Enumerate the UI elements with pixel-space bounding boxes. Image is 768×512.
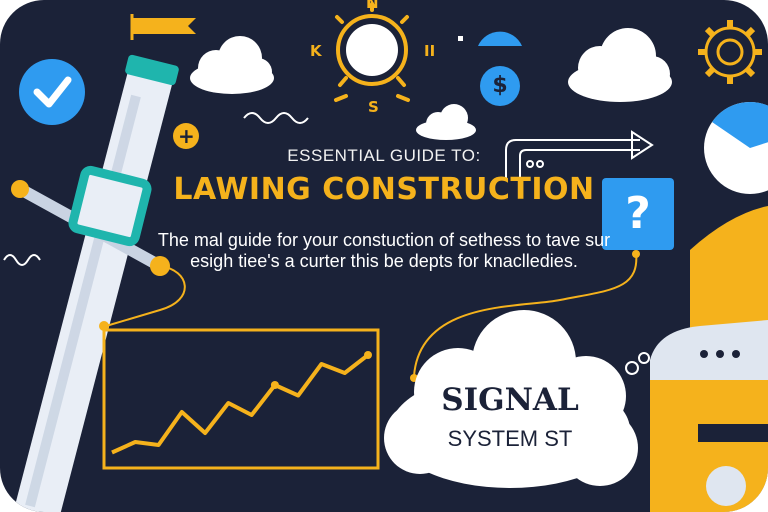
checkmark-badge-icon xyxy=(19,59,85,125)
dollar-sign-icon: $ xyxy=(492,73,508,98)
sun-letter-right: II xyxy=(424,42,436,60)
plus-circle-icon xyxy=(173,123,199,149)
gear-icon xyxy=(698,20,762,84)
cloud-small xyxy=(416,104,476,140)
squiggle-left xyxy=(3,254,41,266)
guide-eyebrow: ESSENTIAL GUIDE TO: xyxy=(287,146,481,165)
pie-chart-icon xyxy=(704,101,768,194)
sun-letter-bottom: S xyxy=(368,98,379,116)
chart-point xyxy=(270,381,279,389)
question-mark-icon: ? xyxy=(625,188,651,239)
chart-point xyxy=(364,351,372,359)
line-chart-frame xyxy=(102,328,380,470)
cloud-top-left xyxy=(190,36,274,94)
guide-title: LAWING CONSTRUCTION xyxy=(173,172,595,207)
plus-icon: + xyxy=(178,124,195,148)
squiggle-top xyxy=(243,112,309,124)
guide-description: The mal guide for your constuction of se… xyxy=(157,230,611,271)
chart-series-line xyxy=(111,353,370,455)
question-box-icon xyxy=(602,178,674,250)
blue-dome-shape xyxy=(478,31,522,46)
sun-letter-left: K xyxy=(310,42,322,60)
sun-icon xyxy=(334,2,410,102)
arrow-right-icon xyxy=(505,130,654,180)
pipe-wrench-graphic xyxy=(11,54,186,512)
sun-letter-top: N xyxy=(366,0,379,12)
dollar-coin-icon xyxy=(480,66,520,106)
cloud-top-right xyxy=(568,28,672,102)
signal-heading: SIGNAL xyxy=(441,382,579,418)
flag-icon xyxy=(132,18,196,34)
robot-figure xyxy=(625,206,768,512)
signal-cloud xyxy=(384,310,638,488)
line-chart xyxy=(111,351,372,455)
signal-subheading: SYSTEM ST xyxy=(447,426,573,451)
